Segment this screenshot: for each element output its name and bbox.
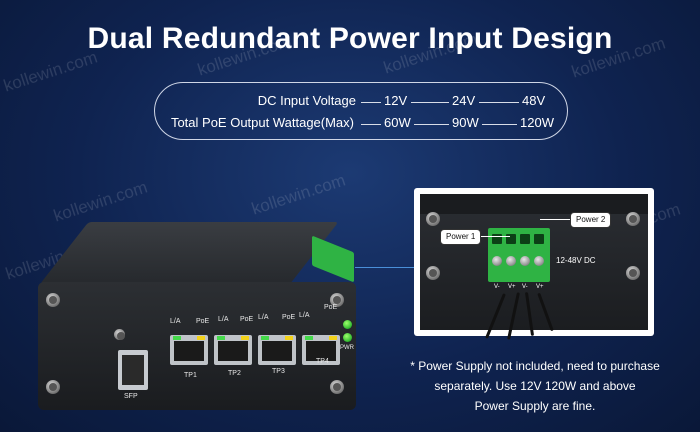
- wattage-value: 120W: [520, 115, 554, 130]
- wattage-row: Total PoE Output Wattage(Max) 60W 90W 12…: [155, 115, 569, 135]
- led-label: L/A: [258, 314, 269, 321]
- screw-icon: [46, 380, 60, 394]
- led-label: PoE: [240, 316, 254, 323]
- callout-line: [540, 219, 574, 220]
- wattage-value: 90W: [452, 115, 479, 130]
- led-icon: [261, 336, 269, 340]
- polarity-label: V-: [494, 284, 500, 290]
- ethernet-port-tp2: [214, 335, 252, 365]
- terminal-screw-icon: [506, 256, 516, 266]
- screw-icon: [626, 266, 640, 280]
- power2-callout: Power 2: [570, 212, 612, 228]
- screw-icon: [330, 380, 344, 394]
- terminal-screw-icon: [492, 256, 502, 266]
- led-label: L/A: [170, 318, 181, 325]
- power-supply-note: * Power Supply not included, need to pur…: [378, 356, 692, 416]
- polarity-label: V+: [508, 284, 516, 290]
- led-icon: [217, 336, 225, 340]
- pwr-label: PWR: [340, 345, 354, 351]
- led-label: PoE: [324, 304, 338, 311]
- dc-range-label: 12-48V DC: [556, 256, 596, 265]
- callout-line: [478, 236, 510, 237]
- screw-icon: [46, 293, 60, 307]
- screw-icon: [426, 266, 440, 280]
- led-icon: [173, 336, 181, 340]
- note-line: Power Supply are fine.: [474, 399, 596, 413]
- voltage-label: DC Input Voltage: [257, 93, 356, 108]
- status-led-icon: [343, 320, 352, 329]
- note-line: separately. Use 12V 120W and above: [434, 379, 636, 393]
- port-label: TP1: [184, 372, 197, 379]
- terminal-block: [488, 228, 550, 282]
- page-title: Dual Redundant Power Input Design: [87, 22, 613, 55]
- pwr-led-icon: [343, 333, 352, 342]
- led-icon: [197, 336, 205, 340]
- note-line: * Power Supply not included, need to pur…: [410, 359, 660, 373]
- device-top: [40, 222, 339, 284]
- wattage-value: 60W: [384, 115, 411, 130]
- power-terminal: [312, 235, 354, 283]
- polarity-label: V-: [522, 284, 528, 290]
- ethernet-port-tp4: [302, 335, 340, 365]
- polarity-label: V+: [536, 284, 544, 290]
- sfp-port: [118, 350, 148, 390]
- voltage-value: 48V: [522, 93, 546, 108]
- ethernet-port-tp1: [170, 335, 208, 365]
- led-label: PoE: [282, 314, 296, 321]
- led-label: L/A: [299, 312, 310, 319]
- callout-connector: [355, 267, 415, 268]
- voltage-value: 24V: [452, 93, 476, 108]
- led-icon: [329, 336, 337, 340]
- screw-icon: [114, 329, 125, 340]
- screw-icon: [626, 212, 640, 226]
- power1-callout: Power 1: [440, 229, 482, 245]
- port-label: TP4: [316, 358, 329, 365]
- sfp-label: SFP: [124, 393, 138, 400]
- port-label: TP2: [228, 370, 241, 377]
- led-label: L/A: [218, 316, 229, 323]
- port-label: TP3: [272, 368, 285, 375]
- voltage-value: 12V: [384, 93, 408, 108]
- voltage-row: DC Input Voltage 12V 24V 48V: [155, 93, 569, 113]
- terminal-screw-icon: [534, 256, 544, 266]
- terminal-screw-icon: [520, 256, 530, 266]
- screw-icon: [330, 293, 344, 307]
- spec-box: DC Input Voltage 12V 24V 48V Total PoE O…: [154, 82, 568, 140]
- led-icon: [305, 336, 313, 340]
- led-icon: [241, 336, 249, 340]
- screw-icon: [426, 212, 440, 226]
- led-label: PoE: [196, 318, 210, 325]
- ethernet-port-tp3: [258, 335, 296, 365]
- led-icon: [285, 336, 293, 340]
- wattage-label: Total PoE Output Wattage(Max): [170, 115, 354, 130]
